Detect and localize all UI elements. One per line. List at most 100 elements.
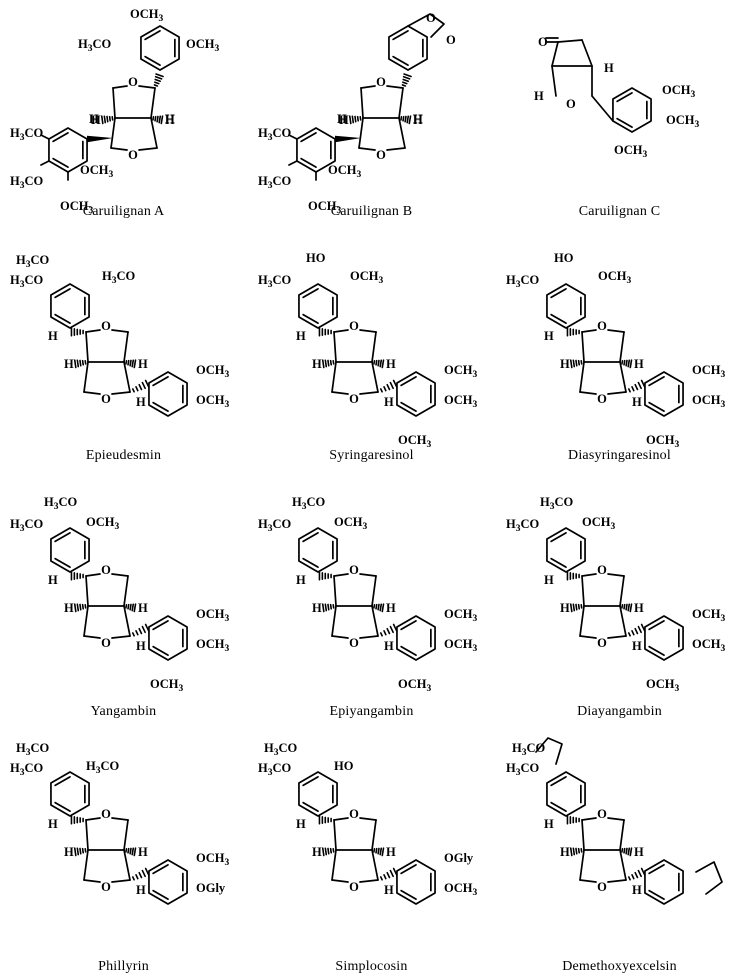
aryl-ring-bottom-double-bond — [152, 375, 169, 387]
ring-oxygen: O — [349, 319, 359, 333]
aryl-ring-bottom — [644, 371, 684, 417]
ring-hydrogen: H — [337, 112, 347, 126]
ring-hydrogen: H — [138, 845, 148, 859]
ring-hydrogen: H — [634, 357, 644, 371]
aryl-ring-top-double-bond — [302, 775, 319, 787]
ring-oxygen: O — [101, 807, 111, 821]
methoxy-label: H3CO — [78, 37, 112, 54]
bond — [359, 391, 379, 395]
aryl-ring-top-double-bond — [302, 557, 319, 569]
bond — [85, 575, 89, 607]
ring-hydrogen: H — [386, 601, 396, 615]
hashed-bond — [381, 847, 385, 857]
hashed-bond — [379, 876, 383, 881]
compound-name: Caruilignan A — [82, 204, 165, 219]
ring-oxygen: O — [597, 319, 607, 333]
bond — [619, 331, 625, 363]
substituent-label: OCH3 — [582, 515, 615, 532]
compound-name: Diayangambin — [577, 704, 662, 719]
hashed-bond — [386, 383, 391, 391]
bond — [359, 879, 379, 883]
bond — [331, 849, 337, 881]
aryl-ring-top — [546, 283, 586, 329]
hashed-bond — [621, 360, 624, 365]
hashed-bond — [79, 359, 82, 367]
substituent-label: HO — [554, 251, 574, 265]
ring-oxygen: O — [446, 33, 456, 47]
ring-oxygen: O — [128, 148, 138, 162]
aryl-ring-bottom-double-bond — [648, 401, 665, 413]
hashed-bond — [73, 847, 77, 857]
hashed-bond — [131, 847, 135, 856]
ring-hydrogen: H — [312, 601, 322, 615]
substituent-label: OCH3 — [196, 393, 229, 410]
aryl-ring-top — [298, 283, 338, 329]
aryl-ring-bottom-double-bond — [400, 375, 417, 387]
hashed-bond — [154, 78, 162, 83]
hashed-bond — [377, 847, 380, 855]
hashed-bond — [354, 115, 357, 123]
bond — [398, 117, 406, 149]
substituent-label: OCH3 — [444, 637, 477, 654]
hashed-bond — [386, 627, 391, 635]
substituent-label: OGly — [444, 851, 474, 865]
bond — [619, 605, 627, 637]
ring-hydrogen: H — [544, 329, 554, 343]
hashed-bond — [377, 603, 380, 611]
compound-name: Diasyringaresinol — [568, 448, 671, 463]
bond — [619, 575, 625, 607]
hashed-bond — [381, 603, 385, 613]
aryl-ring-top-double-bond — [54, 313, 71, 325]
bond — [123, 331, 129, 363]
bond — [398, 87, 404, 119]
ring-oxygen: O — [349, 807, 359, 821]
aryl-ring-bottom-double-bond — [400, 401, 417, 413]
compound-caruilignan a: OOHHOCH3H3COH3COOCH3HHOCH3H3COOCH3Caruil… — [0, 0, 247, 244]
ring-hydrogen: H — [48, 573, 58, 587]
ring-oxygen: O — [101, 563, 111, 577]
substituent-label: H3CO — [10, 273, 44, 290]
hashed-bond — [386, 871, 391, 879]
methoxy-label: OCH3 — [80, 163, 113, 180]
methoxy-label: OCH3 — [662, 83, 695, 100]
bond — [579, 635, 597, 639]
bond — [331, 605, 337, 637]
bond — [591, 95, 614, 122]
ring-oxygen: O — [101, 392, 111, 406]
aryl-ring-top-double-bond — [550, 287, 567, 299]
bond — [333, 819, 337, 851]
bond — [123, 575, 129, 607]
aryl-ring-double-bond — [52, 131, 69, 143]
hashed-bond — [153, 84, 159, 87]
hashed-bond — [577, 359, 581, 366]
bond — [110, 117, 116, 149]
bond — [138, 85, 156, 89]
hashed-bond — [627, 603, 631, 612]
aryl-ring-bottom — [148, 859, 188, 905]
bond — [607, 817, 625, 821]
ring-hydrogen: H — [632, 639, 642, 653]
bond — [112, 87, 116, 119]
hashed-bond — [625, 603, 628, 611]
aryl-ring-double-bond — [616, 91, 633, 103]
aryl-ring-bottom-double-bond — [648, 375, 665, 387]
compound-name: Epieudesmin — [85, 448, 162, 463]
hashed-bond — [625, 359, 628, 367]
aryl-ring-bottom-double-bond — [400, 619, 417, 631]
methoxy-label: H3CO — [10, 126, 44, 143]
bond — [123, 819, 129, 851]
aryl-ring-top-double-bond — [54, 775, 71, 787]
ring-hydrogen: H — [544, 573, 554, 587]
substituent-label: OCH3 — [444, 363, 477, 380]
methoxy-label: H3CO — [258, 174, 292, 191]
aryl-ring-bottom-double-bond — [648, 863, 665, 875]
aryl-ring-top — [546, 771, 586, 817]
ring-hydrogen: H — [136, 639, 146, 653]
hashed-bond — [392, 379, 398, 388]
bond — [581, 329, 597, 333]
